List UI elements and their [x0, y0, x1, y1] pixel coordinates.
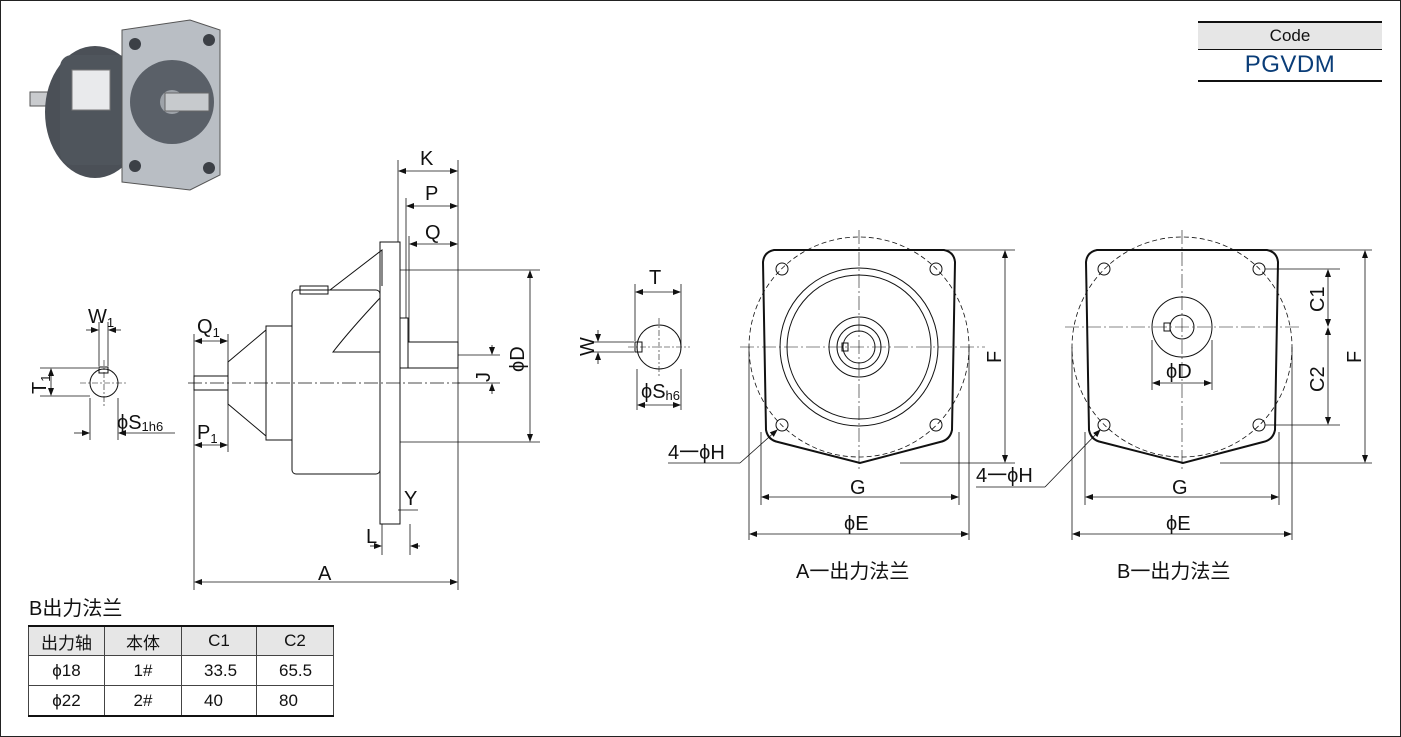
- flange-a-dims: [668, 249, 1015, 540]
- dim-a: A: [318, 563, 332, 585]
- dim-q1: Q1: [197, 316, 220, 340]
- flange-b-d: ϕD: [1166, 361, 1192, 383]
- cell: 2#: [104, 685, 182, 717]
- side-view: [188, 241, 460, 525]
- dim-d: ϕD: [507, 346, 529, 372]
- output-shaft-view: [592, 284, 690, 410]
- flange-b-table: 出力轴 本体 C1 C2 ϕ18 1# 33.5 65.5 ϕ22 2# 40 …: [28, 625, 334, 717]
- spigot: [399, 317, 409, 369]
- cell: 40: [181, 685, 257, 717]
- th-output-shaft: 出力轴: [28, 625, 105, 656]
- dim-p1: P1: [197, 422, 218, 446]
- rib-gusset: [331, 296, 381, 353]
- flange-a-view: [740, 230, 985, 470]
- table-header-row: 出力轴 本体 C1 C2: [28, 625, 334, 656]
- terminal-box: [299, 285, 329, 295]
- motor-body: [291, 289, 381, 475]
- flange-a-e: ϕE: [844, 513, 869, 535]
- output-shaft: [407, 341, 459, 369]
- dim-t: T: [649, 267, 661, 289]
- table-row: ϕ22 2# 40 80: [28, 685, 334, 717]
- cell: 33.5: [181, 655, 257, 686]
- th-body: 本体: [104, 625, 182, 656]
- dim-p: P: [425, 183, 438, 205]
- cell: 80: [256, 685, 334, 717]
- dim-s: ϕSh6: [641, 381, 680, 403]
- dim-l: L: [366, 526, 377, 548]
- code-box: Code PGVDM: [1198, 21, 1382, 82]
- code-value: PGVDM: [1198, 50, 1382, 82]
- flange-a-h: 4一ϕH: [668, 442, 725, 464]
- flange-b-view: [1065, 230, 1300, 470]
- cell: 65.5: [256, 655, 334, 686]
- cell: ϕ22: [28, 685, 105, 717]
- flange-b-h: 4一ϕH: [976, 465, 1033, 487]
- output-shaft-labels: T W ϕSh6: [577, 267, 680, 403]
- cell: ϕ18: [28, 655, 105, 686]
- flange-b-dims: [976, 249, 1372, 540]
- flange-a-labels: F G ϕE 4一ϕH A一出力法兰: [668, 351, 1006, 583]
- input-shaft-labels: W1 T1 ϕS1h6: [29, 306, 163, 434]
- flange-b-labels: F C1 C2 ϕD G ϕE 4一ϕH B一出力法兰: [976, 286, 1366, 583]
- dim-j: J: [473, 372, 495, 382]
- table-row: ϕ18 1# 33.5 65.5: [28, 655, 334, 686]
- flange-b-caption: B一出力法兰: [1117, 560, 1230, 583]
- side-view-dims: [193, 160, 540, 590]
- th-c2: C2: [256, 625, 334, 656]
- dim-y: Y: [404, 488, 417, 510]
- code-header: Code: [1198, 21, 1382, 50]
- output-flange: [379, 241, 401, 525]
- flange-b-c2: C2: [1307, 366, 1329, 392]
- dim-w: W: [577, 337, 599, 356]
- th-c1: C1: [181, 625, 257, 656]
- flange-b-e: ϕE: [1166, 513, 1191, 535]
- dim-k: K: [420, 148, 434, 170]
- flange-b-c1: C1: [1307, 286, 1329, 312]
- input-shaft-view: [40, 322, 175, 440]
- flange-a-g: G: [850, 477, 866, 499]
- flange-b-g: G: [1172, 477, 1188, 499]
- flange-rib: [329, 248, 383, 291]
- side-view-labels: K P Q Q1 P1 ϕD J Y L A: [197, 148, 529, 585]
- flange-b-f: F: [1344, 351, 1366, 363]
- dim-s1: ϕS1h6: [117, 412, 163, 434]
- table-title: B出力法兰: [29, 598, 123, 620]
- flange-a-caption: A一出力法兰: [796, 560, 909, 583]
- flange-a-f: F: [984, 351, 1006, 363]
- product-photo: [29, 19, 221, 191]
- dim-w1: W1: [88, 306, 114, 330]
- cell: 1#: [104, 655, 182, 686]
- dim-q: Q: [425, 222, 441, 244]
- dim-t1: T1: [29, 375, 53, 394]
